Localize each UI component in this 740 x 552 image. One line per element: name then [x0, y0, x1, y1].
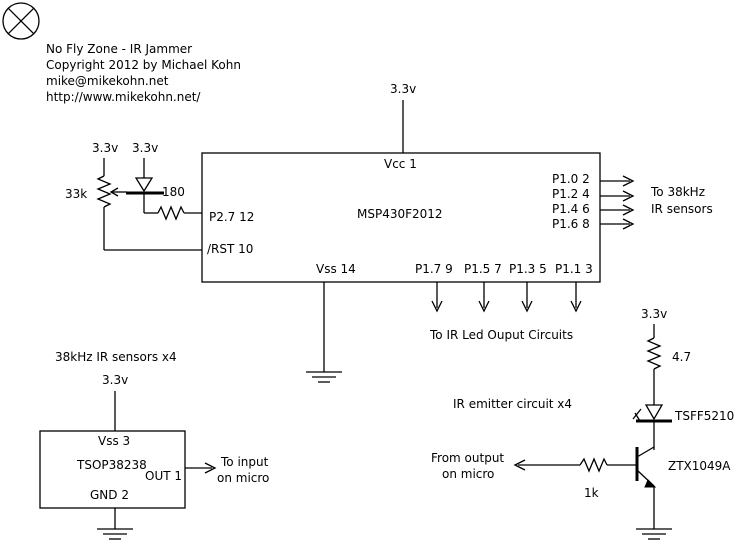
sensor-part-name: TSOP38238 [76, 458, 147, 472]
sensor-arrows [600, 175, 635, 230]
sensor-vss-pin: Vss 3 [98, 434, 130, 448]
to-output-label: To IR Led Ouput Circuits [429, 328, 573, 342]
emitter-resistor-4-7 [646, 324, 662, 405]
emitter-ground [636, 528, 672, 540]
mcu-vcc-pin: Vcc 1 [384, 157, 417, 171]
mcu-body [201, 152, 601, 283]
emitter-base-resistor-1k [513, 457, 637, 473]
mcu-pin-p10: P1.0 2 [552, 172, 590, 186]
to-sensors-label-1: To 38kHz [650, 185, 705, 199]
potentiometer-33k [96, 158, 202, 251]
sensor-body [39, 430, 186, 509]
sensor-gnd-pin: GND 2 [90, 488, 129, 502]
mcu-chip: 3.3v Vcc 1 MSP430F2012 P2.7 12 /RST 10 V… [201, 82, 601, 283]
to-input-label-2: on micro [217, 471, 269, 485]
header-copyright: Copyright 2012 by Michael Kohn [46, 58, 241, 72]
mcu-pin-p16: P1.6 8 [552, 217, 590, 231]
emitter-transistor [635, 446, 657, 529]
header-title: No Fly Zone - IR Jammer [46, 42, 192, 56]
emitter-base-resistor-label: 1k [584, 486, 599, 500]
mcu-pin-p15: P1.5 7 [464, 262, 502, 276]
mcu-pin-p27: P2.7 12 [209, 210, 254, 224]
mcu-pin-vss: Vss 14 [316, 262, 356, 276]
mcu-pin-p12: P1.2 4 [552, 187, 590, 201]
emitter-title: IR emitter circuit x4 [453, 397, 572, 411]
header-url: http://www.mikekohn.net/ [46, 90, 201, 104]
emitter-led-label: TSFF5210 [674, 409, 734, 423]
mcu-ground [306, 282, 342, 383]
from-output-label-2: on micro [442, 467, 494, 481]
led-diode [126, 158, 164, 214]
to-sensors-label-2: IR sensors [651, 202, 713, 216]
sensor-out-arrow [185, 462, 217, 474]
emitter-transistor-label: ZTX1049A [668, 459, 731, 473]
emitter-led [632, 404, 672, 450]
emitter-resistor-label: 4.7 [672, 350, 691, 364]
sensor-ground [97, 508, 133, 540]
mcu-pin-p17: P1.7 9 [415, 262, 453, 276]
to-input-label-1: To input [220, 455, 269, 469]
mcu-pin-p13: P1.3 5 [509, 262, 547, 276]
header-email: mike@mikekohn.net [46, 74, 169, 88]
led-supply-label: 3.3v [132, 141, 158, 155]
output-arrows [431, 282, 582, 313]
mcu-part-name: MSP430F2012 [357, 207, 443, 221]
mcu-pin-p11: P1.1 3 [555, 262, 593, 276]
sensor-supply-label: 3.3v [102, 373, 128, 387]
mcu-pin-p14: P1.4 6 [552, 202, 590, 216]
from-output-label-1: From output [431, 451, 504, 465]
emitter-supply-label: 3.3v [641, 307, 667, 321]
pot-value-label: 33k [65, 187, 87, 201]
resistor-180 [157, 205, 202, 221]
pot-supply-label: 3.3v [92, 141, 118, 155]
mcu-supply-label: 3.3v [390, 82, 416, 96]
sensor-title: 38kHz IR sensors x4 [55, 350, 177, 364]
sensor-out-pin: OUT 1 [145, 469, 182, 483]
mcu-pin-rst: /RST 10 [207, 242, 253, 256]
resistor-180-label: 180 [162, 185, 185, 199]
lamp-icon [2, 2, 40, 40]
sensor-ic: Vss 3 TSOP38238 OUT 1 GND 2 [39, 430, 186, 509]
header-block: No Fly Zone - IR Jammer Copyright 2012 b… [46, 42, 241, 104]
